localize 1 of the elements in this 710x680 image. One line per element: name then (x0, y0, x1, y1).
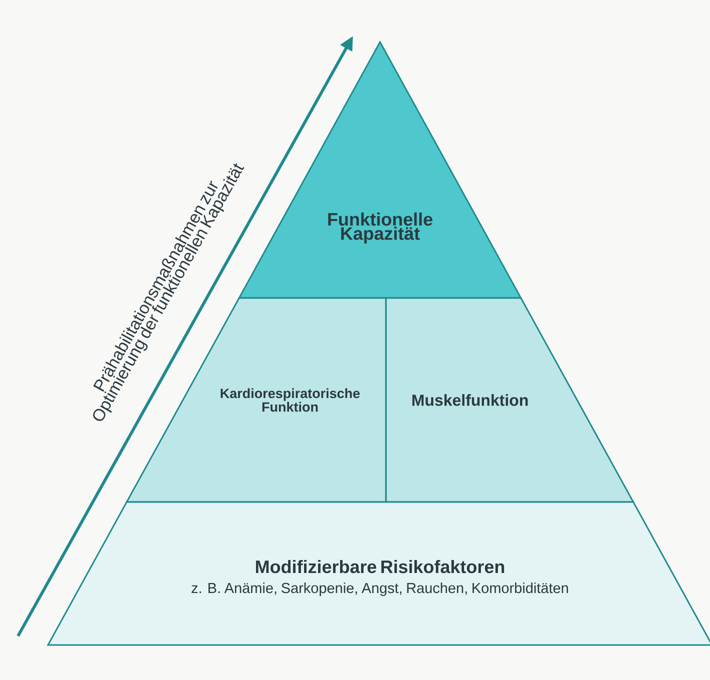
pyramid-tier: Muskelfunktion (385, 297, 635, 503)
